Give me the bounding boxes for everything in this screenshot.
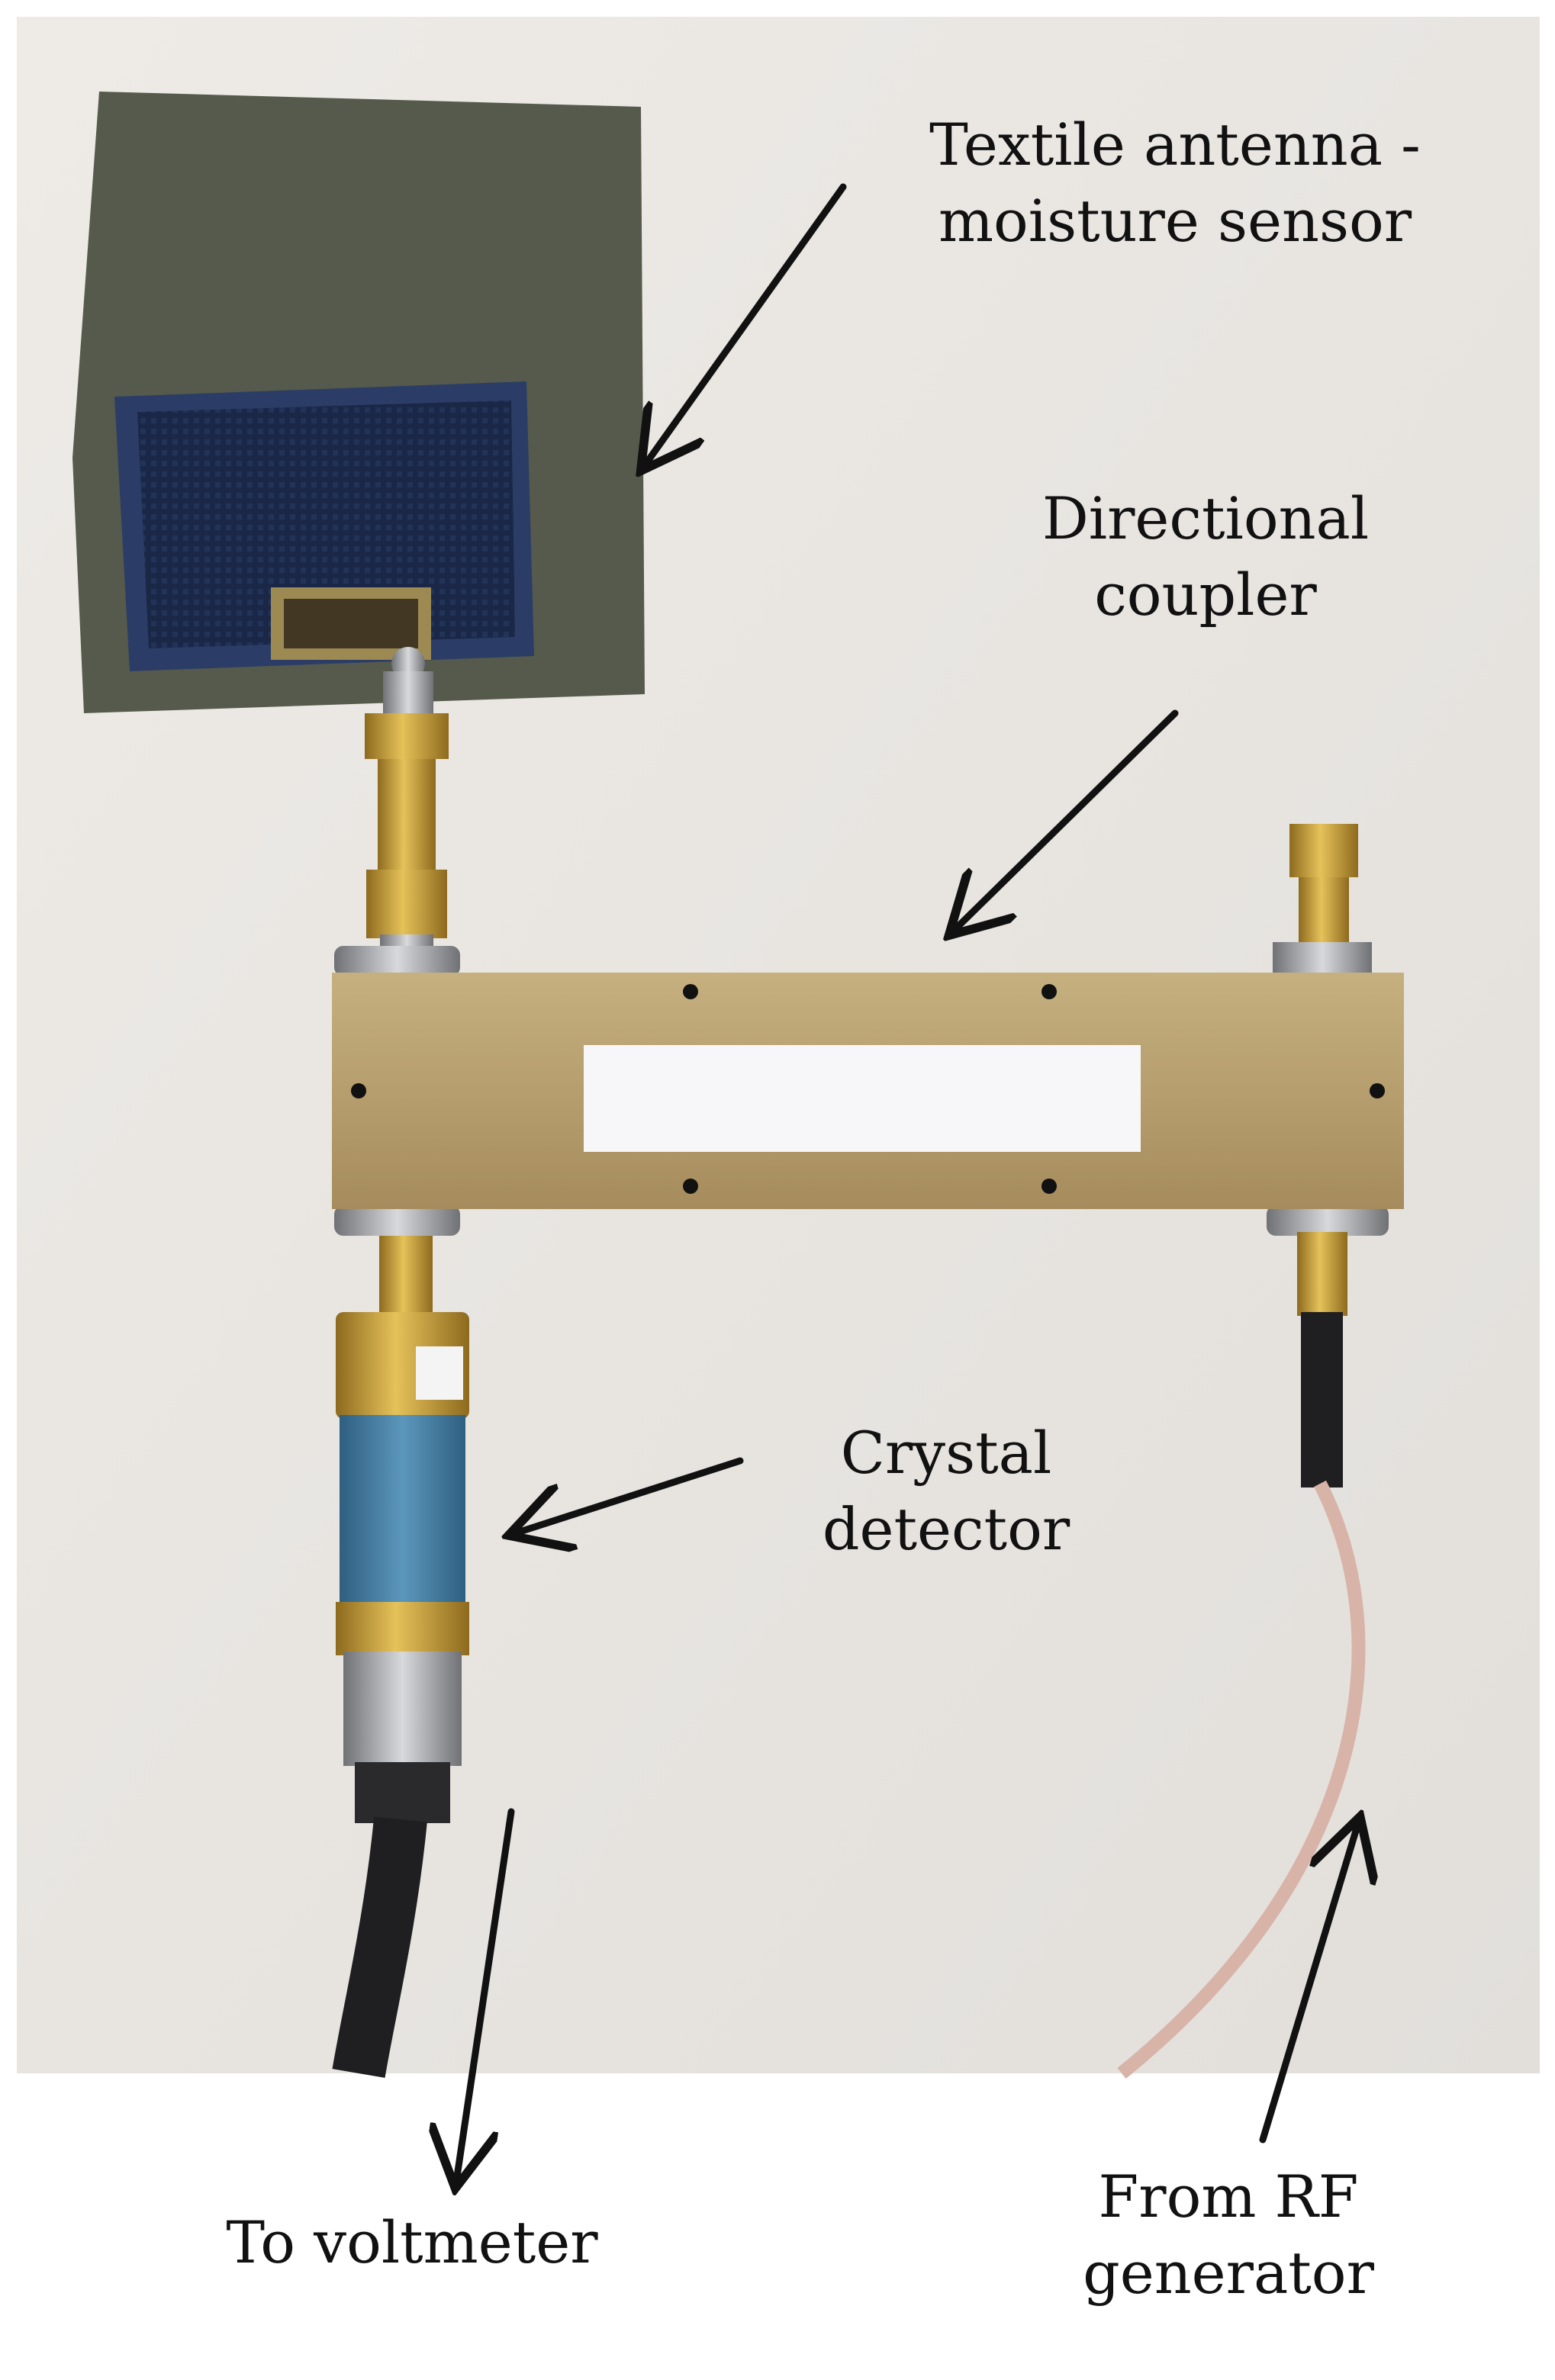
- label-line: From RF: [1098, 2163, 1359, 2230]
- arrow-to-voltmeter: [456, 1808, 515, 2182]
- sma-connector-antenna: [365, 671, 449, 976]
- arrow-from-rf-generator: [1259, 1823, 1358, 2144]
- label-textile-antenna: Textile antenna - moisture sensor: [832, 107, 1518, 259]
- label-crystal-detector: Crystal detector: [732, 1415, 1160, 1568]
- arrow-to-antenna: [645, 183, 847, 465]
- label-line: To voltmeter: [226, 2208, 598, 2276]
- label-from-rf-generator: From RF generator: [992, 2159, 1465, 2311]
- label-line: generator: [1083, 2239, 1374, 2307]
- label-line: Crystal: [840, 1419, 1052, 1487]
- label-line: coupler: [1094, 561, 1317, 629]
- label-to-voltmeter: To voltmeter: [137, 2205, 687, 2281]
- label-line: Textile antenna -: [929, 111, 1421, 178]
- label-line: detector: [822, 1495, 1070, 1563]
- label-directional-coupler: Directional coupler: [916, 481, 1495, 633]
- black-cable: [332, 1816, 427, 2078]
- rf-cable-assembly: [1117, 1232, 1366, 2079]
- arrow-to-detector: [515, 1457, 744, 1533]
- arrow-to-coupler: [954, 709, 1179, 931]
- label-line: Directional: [1041, 484, 1370, 552]
- annotation-arrows: [456, 183, 1358, 2182]
- crystal-detector: [336, 1236, 469, 1823]
- textile-antenna: [72, 92, 645, 713]
- label-line: moisture sensor: [938, 187, 1412, 255]
- directional-coupler: [332, 946, 1404, 1236]
- sma-connector-terminator: [1273, 824, 1372, 976]
- pink-cable: [1117, 1480, 1366, 2079]
